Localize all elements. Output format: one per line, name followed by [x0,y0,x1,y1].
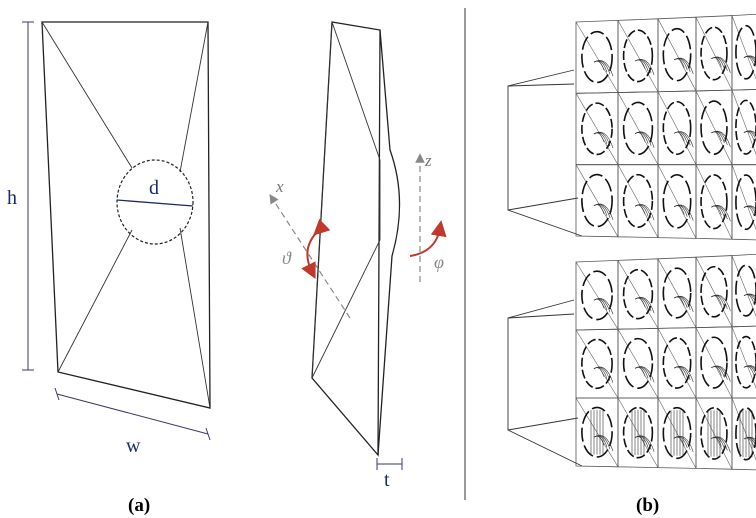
grid-cell [657,16,697,93]
grid-cell [695,15,733,92]
grid-cell [731,89,756,166]
grid-cell [575,397,619,468]
label-t: t [384,469,390,491]
caption-b: (b) [636,495,659,516]
grid-cell [575,259,619,331]
grid-cell [695,164,733,240]
panel-b [507,13,756,471]
label-w: w [126,435,141,457]
grid-cell [617,327,659,399]
grid-cell [575,328,619,399]
panel-a-side-view: x z ϑ φ t [269,21,447,491]
label-z: z [424,151,432,170]
phi-rotation-arrow [409,220,447,257]
grid-cell [731,397,756,471]
aperture-ellipse [116,159,194,245]
grid-cell [695,397,733,470]
label-h: h [7,187,17,209]
theta-rotation-arrow [301,218,331,280]
grid-cell [617,164,659,239]
label-theta: ϑ [282,248,292,268]
grid-cell [657,256,697,329]
grid-cell [731,325,756,399]
grid-cell [695,326,733,399]
grid-cell [575,92,619,166]
grid-cell [617,18,659,93]
grid-cell [695,255,733,329]
label-d: d [149,177,159,199]
label-phi: φ [434,252,444,272]
top-cell-grid [575,13,756,241]
label-x: x [275,177,284,196]
grid-cell [617,397,659,469]
grid-cell [657,397,697,469]
width-dimension-line [56,393,209,435]
panel-a-front-view: d h w [7,21,211,457]
grid-cell [731,253,756,328]
grid-cell [731,13,756,91]
caption-a: (a) [128,495,150,516]
bottom-cell-grid [575,253,756,471]
top-grid-structure [507,13,756,241]
grid-cell [695,89,733,166]
diameter-line [116,199,194,207]
grid-cell [657,327,697,399]
grid-cell [731,164,756,241]
grid-cell [575,19,619,94]
grid-cell [657,90,697,166]
grid-cell [617,91,659,166]
bottom-grid-structure [507,253,756,471]
grid-cell [575,164,619,238]
grid-cell [657,164,697,239]
grid-cell [617,258,659,330]
